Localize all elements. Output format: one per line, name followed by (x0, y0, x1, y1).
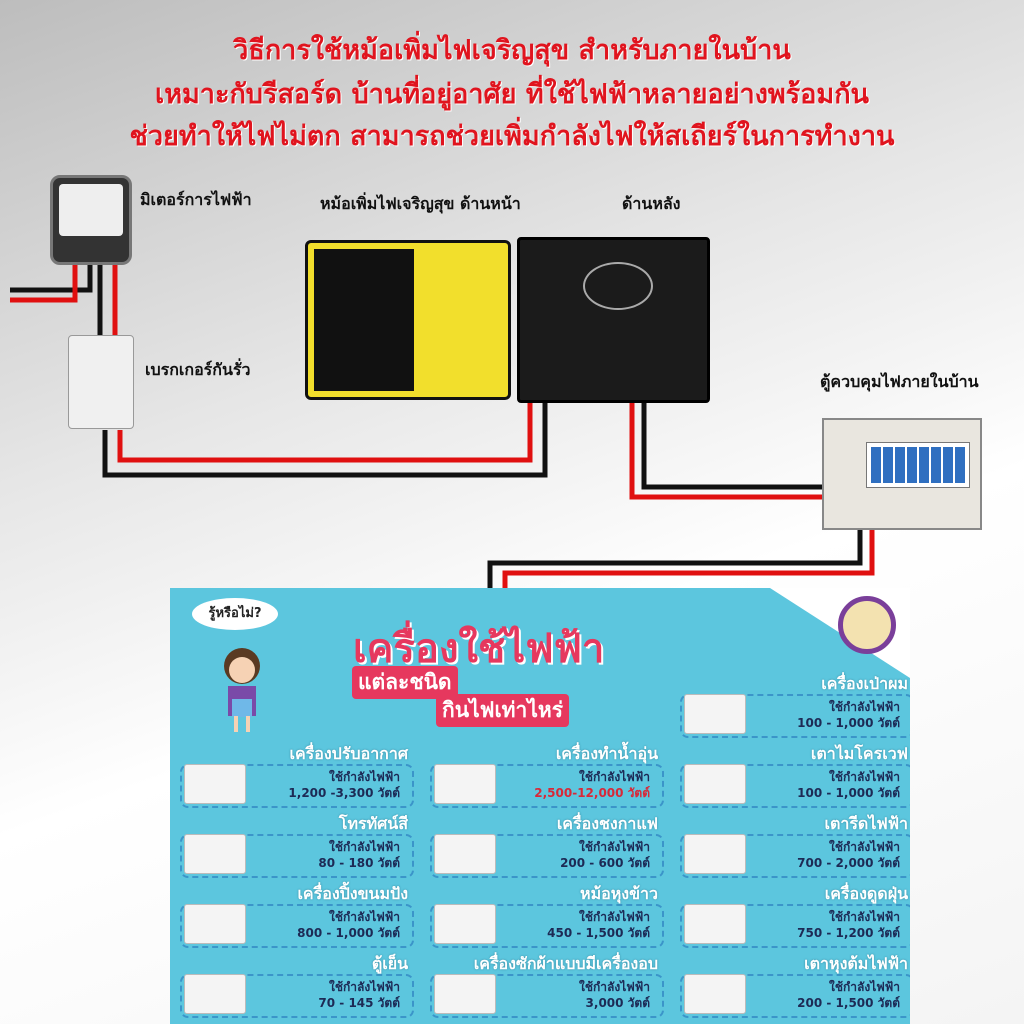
appliance-image-icon (184, 904, 246, 944)
power-usage-label: ใช้กำลังไฟฟ้า (829, 770, 900, 784)
cabinet-label: ตู้ควบคุมไฟภายในบ้าน (820, 372, 979, 391)
appliance-card: เครื่องเป่าผม ใช้กำลังไฟฟ้า 100 - 1,000 … (676, 674, 910, 740)
booster-back-label: ด้านหลัง (622, 194, 681, 213)
appliance-image-icon (684, 834, 746, 874)
power-usage-label: ใช้กำลังไฟฟ้า (579, 910, 650, 924)
electric-meter (50, 175, 132, 265)
power-range: 750 - 1,200 วัตต์ (797, 926, 900, 940)
appliance-name: ตู้เย็น (371, 954, 408, 973)
wire-black-cabinet-house (487, 530, 863, 590)
appliance-image-icon (184, 834, 246, 874)
power-usage-label: ใช้กำลังไฟฟ้า (329, 840, 400, 854)
power-range: 100 - 1,000 วัตต์ (797, 716, 900, 730)
agency-logo (838, 596, 896, 654)
appliance-name: เครื่องดูดฝุ่น (824, 884, 908, 903)
appliance-card: เครื่องชงกาแฟ ใช้กำลังไฟฟ้า 200 - 600 วั… (426, 814, 664, 880)
poster-subtitle-1: แต่ละชนิด (352, 666, 458, 699)
appliance-image-icon (684, 904, 746, 944)
appliance-name: เครื่องปรับอากาศ (289, 744, 408, 763)
appliance-name: โทรทัศน์สี (338, 814, 408, 833)
power-range: 800 - 1,000 วัตต์ (297, 926, 400, 940)
breaker-label: เบรกเกอร์กันรั่ว (145, 360, 251, 379)
wire-red-in (10, 265, 78, 303)
power-range: 450 - 1,500 วัตต์ (547, 926, 650, 940)
appliance-card: เครื่องซักผ้าแบบมีเครื่องอบ ใช้กำลังไฟฟ้… (426, 954, 664, 1020)
power-usage-label: ใช้กำลังไฟฟ้า (329, 770, 400, 784)
appliance-image-icon (684, 694, 746, 734)
power-usage-label: ใช้กำลังไฟฟ้า (579, 770, 650, 784)
power-range: 2,500-12,000 วัตต์ (534, 786, 650, 800)
power-usage-label: ใช้กำลังไฟฟ้า (579, 980, 650, 994)
cartoon-girl-icon (212, 644, 272, 734)
appliance-image-icon (434, 764, 496, 804)
appliance-image-icon (434, 904, 496, 944)
power-range: 1,200 -3,300 วัตต์ (288, 786, 400, 800)
appliance-card: ตู้เย็น ใช้กำลังไฟฟ้า 70 - 145 วัตต์ (176, 954, 414, 1020)
power-range: 70 - 145 วัตต์ (318, 996, 400, 1010)
appliance-name: เครื่องเป่าผม (821, 674, 908, 693)
fan-icon (583, 262, 653, 310)
power-usage-label: ใช้กำลังไฟฟ้า (579, 840, 650, 854)
title-line-3: ช่วยทำให้ไฟไม่ตก สามารถช่วยเพิ่มกำลังไฟใ… (129, 121, 895, 152)
power-usage-label: ใช้กำลังไฟฟ้า (829, 700, 900, 714)
title-line-2: เหมาะกับรีสอร์ด บ้านที่อยู่อาศัย ที่ใช้ไ… (154, 79, 870, 110)
consumer-unit-cabinet (822, 418, 982, 530)
appliance-image-icon (684, 764, 746, 804)
appliance-name: เครื่องชงกาแฟ (556, 814, 658, 833)
booster-front-label: หม้อเพิ่มไฟเจริญสุข ด้านหน้า (320, 194, 521, 213)
title-line-1: วิธีการใช้หม้อเพิ่มไฟเจริญสุข สำหรับภายใ… (233, 35, 791, 66)
appliance-name: หม้อหุงข้าว (580, 884, 658, 903)
power-range: 200 - 1,500 วัตต์ (797, 996, 900, 1010)
appliance-card: เตาไมโครเวฟ ใช้กำลังไฟฟ้า 100 - 1,000 วั… (676, 744, 910, 810)
poster-subtitle-2: กินไฟเท่าไหร่ (436, 694, 569, 727)
power-usage-label: ใช้กำลังไฟฟ้า (329, 980, 400, 994)
power-range: 200 - 600 วัตต์ (560, 856, 650, 870)
appliance-card: เครื่องปิ้งขนมปัง ใช้กำลังไฟฟ้า 800 - 1,… (176, 884, 414, 950)
power-range: 3,000 วัตต์ (585, 996, 650, 1010)
appliance-name: เตาหุงต้มไฟฟ้า (804, 954, 908, 973)
appliance-card: หม้อหุงข้าว ใช้กำลังไฟฟ้า 450 - 1,500 วั… (426, 884, 664, 950)
power-range: 100 - 1,000 วัตต์ (797, 786, 900, 800)
appliance-power-poster: รู้หรือไม่? เครื่องใช้ไฟฟ้า แต่ละชนิด กิ… (170, 588, 910, 1024)
appliance-card: เครื่องทำน้ำอุ่น ใช้กำลังไฟฟ้า 2,500-12,… (426, 744, 664, 810)
power-usage-label: ใช้กำลังไฟฟ้า (829, 980, 900, 994)
appliance-card: เครื่องดูดฝุ่น ใช้กำลังไฟฟ้า 750 - 1,200… (676, 884, 910, 950)
appliance-card: เครื่องปรับอากาศ ใช้กำลังไฟฟ้า 1,200 -3,… (176, 744, 414, 810)
voltage-booster-front (305, 240, 511, 400)
power-usage-label: ใช้กำลังไฟฟ้า (829, 840, 900, 854)
meter-label: มิเตอร์การไฟฟ้า (140, 190, 252, 209)
appliance-image-icon (184, 974, 246, 1014)
appliance-name: เตารีดไฟฟ้า (824, 814, 908, 833)
appliance-image-icon (434, 834, 496, 874)
appliance-name: เตาไมโครเวฟ (810, 744, 908, 763)
wire-black-in (10, 265, 93, 293)
power-range: 700 - 2,000 วัตต์ (797, 856, 900, 870)
wire-red-cabinet-house (502, 530, 875, 590)
appliance-image-icon (184, 764, 246, 804)
appliance-card: เตารีดไฟฟ้า ใช้กำลังไฟฟ้า 700 - 2,000 วั… (676, 814, 910, 880)
did-you-know-bubble: รู้หรือไม่? (192, 598, 278, 630)
appliance-name: เครื่องปิ้งขนมปัง (297, 884, 408, 903)
appliance-image-icon (434, 974, 496, 1014)
poster-title: เครื่องใช้ไฟฟ้า (353, 626, 605, 672)
appliance-image-icon (684, 974, 746, 1014)
appliance-card: เตาหุงต้มไฟฟ้า ใช้กำลังไฟฟ้า 200 - 1,500… (676, 954, 910, 1020)
voltage-booster-back (517, 237, 710, 403)
power-usage-label: ใช้กำลังไฟฟ้า (329, 910, 400, 924)
leak-breaker (68, 335, 134, 429)
power-usage-label: ใช้กำลังไฟฟ้า (829, 910, 900, 924)
appliance-card: โทรทัศน์สี ใช้กำลังไฟฟ้า 80 - 180 วัตต์ (176, 814, 414, 880)
appliance-name: เครื่องทำน้ำอุ่น (555, 744, 658, 763)
appliance-name: เครื่องซักผ้าแบบมีเครื่องอบ (473, 954, 658, 973)
power-range: 80 - 180 วัตต์ (318, 856, 400, 870)
